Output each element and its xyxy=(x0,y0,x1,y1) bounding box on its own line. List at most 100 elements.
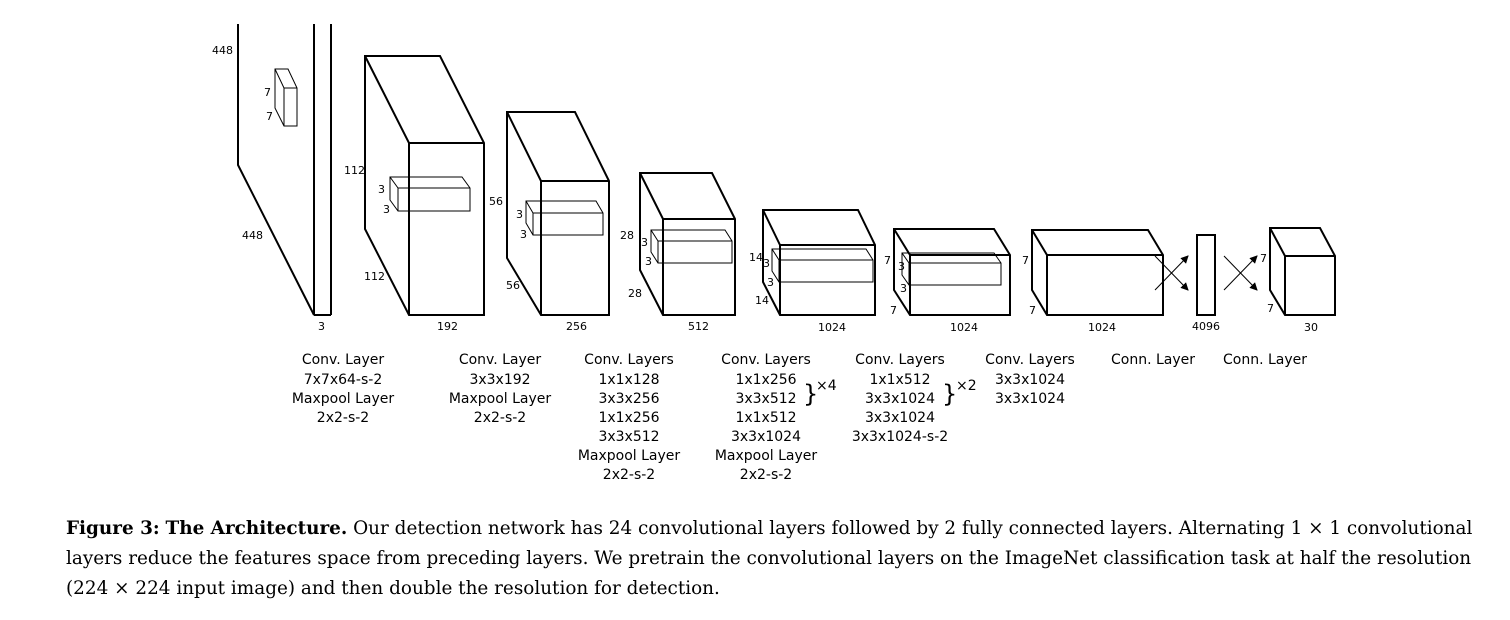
figure-number: Figure 3: xyxy=(66,518,160,539)
repeat-count: ×2 xyxy=(956,378,977,394)
layer-label-7: Conn. Layer xyxy=(1111,352,1195,368)
dim-label: 28 xyxy=(620,229,634,242)
label-line: 1x1x128 xyxy=(598,372,659,388)
label-line: 3x3x1024 xyxy=(731,429,801,445)
label-line: 3x3x192 xyxy=(469,372,530,388)
kernel-dim-label: 3 xyxy=(378,183,385,196)
dim-label: 30 xyxy=(1304,321,1318,334)
feature-map-block-6 xyxy=(893,228,1011,316)
label-line: Conv. Layer xyxy=(302,352,385,368)
repeat-brace: } xyxy=(803,380,818,408)
figure-caption: Figure 3: The Architecture. Our detectio… xyxy=(66,514,1486,604)
kernel-dim-label: 3 xyxy=(383,203,390,216)
label-line: 3x3x256 xyxy=(598,391,659,407)
label-line: 3x3x512 xyxy=(598,429,659,445)
layer-label-8: Conn. Layer xyxy=(1223,352,1307,368)
dim-label: 14 xyxy=(749,251,763,264)
label-line: Conv. Layers xyxy=(584,352,674,368)
repeat-brace: } xyxy=(942,380,957,408)
input-image-block xyxy=(237,24,332,316)
kernel-box-5 xyxy=(771,248,874,283)
kernel-box-3 xyxy=(525,200,604,236)
label-line: 2x2-s-2 xyxy=(474,410,526,426)
kernel-dim-label: 3 xyxy=(520,228,527,241)
dim-label: 7 xyxy=(890,304,897,317)
kernel-box-4 xyxy=(650,229,733,264)
layer-label-1: Conv. Layer 7x7x64-s-2 Maxpool Layer 2x2… xyxy=(292,352,395,426)
kernel-box-6 xyxy=(901,252,1002,286)
label-line: 1x1x512 xyxy=(869,372,930,388)
dim-label: 56 xyxy=(506,279,520,292)
dim-label: 14 xyxy=(755,294,769,307)
label-line: 3x3x1024 xyxy=(865,410,935,426)
dim-label: 56 xyxy=(489,195,503,208)
architecture-diagram: 448 448 3 7 7 112 112 192 3 3 56 56 256 … xyxy=(212,24,1336,483)
label-line: Conn. Layer xyxy=(1223,352,1307,368)
label-line: Conv. Layers xyxy=(721,352,811,368)
dim-label: 4096 xyxy=(1192,320,1220,333)
caption-text: Our detection network has 24 convolution… xyxy=(66,518,1473,599)
kernel-box-1 xyxy=(274,68,298,127)
kernel-dim-label: 3 xyxy=(767,276,774,289)
layer-label-2: Conv. Layer 3x3x192 Maxpool Layer 2x2-s-… xyxy=(449,352,552,426)
dim-label: 256 xyxy=(566,320,587,333)
dim-label: 192 xyxy=(437,320,458,333)
feature-map-block-4 xyxy=(639,172,736,316)
label-line: 3x3x1024 xyxy=(995,391,1065,407)
kernel-dim-label: 3 xyxy=(763,257,770,270)
label-line: 3x3x1024-s-2 xyxy=(852,429,948,445)
layer-label-5: Conv. Layers 1x1x512 3x3x1024 3x3x1024 3… xyxy=(852,352,977,445)
label-line: Maxpool Layer xyxy=(292,391,395,407)
label-line: Conv. Layer xyxy=(459,352,542,368)
label-line: Conv. Layers xyxy=(985,352,1075,368)
label-line: Conn. Layer xyxy=(1111,352,1195,368)
layer-label-4: Conv. Layers 1x1x256 3x3x512 1x1x512 3x3… xyxy=(715,352,837,483)
label-line: Conv. Layers xyxy=(855,352,945,368)
label-line: 3x3x1024 xyxy=(995,372,1065,388)
dim-label: 7 xyxy=(1022,254,1029,267)
dim-label: 28 xyxy=(628,287,642,300)
label-line: 1x1x512 xyxy=(735,410,796,426)
feature-map-block-5 xyxy=(762,209,876,316)
kernel-dim-label: 7 xyxy=(264,86,271,99)
kernel-dim-label: 7 xyxy=(266,110,273,123)
layer-label-6: Conv. Layers 3x3x1024 3x3x1024 xyxy=(985,352,1075,407)
layer-label-3: Conv. Layers 1x1x128 3x3x256 1x1x256 3x3… xyxy=(578,352,681,483)
dim-label: 448 xyxy=(242,229,263,242)
kernel-dim-label: 3 xyxy=(645,255,652,268)
dim-label: 112 xyxy=(344,164,365,177)
dim-label: 7 xyxy=(1267,302,1274,315)
dim-label: 7 xyxy=(1260,252,1267,265)
dim-label: 512 xyxy=(688,320,709,333)
dim-label: 3 xyxy=(318,320,325,333)
label-line: Maxpool Layer xyxy=(578,448,681,464)
label-line: 2x2-s-2 xyxy=(603,467,655,483)
repeat-count: ×4 xyxy=(816,378,837,394)
label-line: Maxpool Layer xyxy=(449,391,552,407)
kernel-dim-label: 3 xyxy=(641,236,648,249)
fc-vector-block xyxy=(1196,234,1216,316)
dim-label: 7 xyxy=(1029,304,1036,317)
fc-arrows-1 xyxy=(1154,255,1189,291)
kernel-box-2 xyxy=(389,176,471,212)
feature-map-block-2 xyxy=(364,55,485,316)
dim-label: 1024 xyxy=(950,321,978,334)
feature-map-block-3 xyxy=(506,111,610,316)
label-line: 2x2-s-2 xyxy=(740,467,792,483)
output-block xyxy=(1269,227,1336,316)
label-line: 3x3x1024 xyxy=(865,391,935,407)
fc-arrows-2 xyxy=(1223,255,1258,291)
dim-label: 1024 xyxy=(1088,321,1116,334)
kernel-dim-label: 3 xyxy=(516,208,523,221)
label-line: 1x1x256 xyxy=(735,372,796,388)
dim-label: 1024 xyxy=(818,321,846,334)
label-line: 1x1x256 xyxy=(598,410,659,426)
label-line: Maxpool Layer xyxy=(715,448,818,464)
label-line: 3x3x512 xyxy=(735,391,796,407)
feature-map-block-7 xyxy=(1031,229,1164,316)
dim-label: 448 xyxy=(212,44,233,57)
kernel-dim-label: 3 xyxy=(900,282,907,295)
label-line: 7x7x64-s-2 xyxy=(304,372,383,388)
label-line: 2x2-s-2 xyxy=(317,410,369,426)
caption-title: The Architecture. xyxy=(165,518,348,539)
